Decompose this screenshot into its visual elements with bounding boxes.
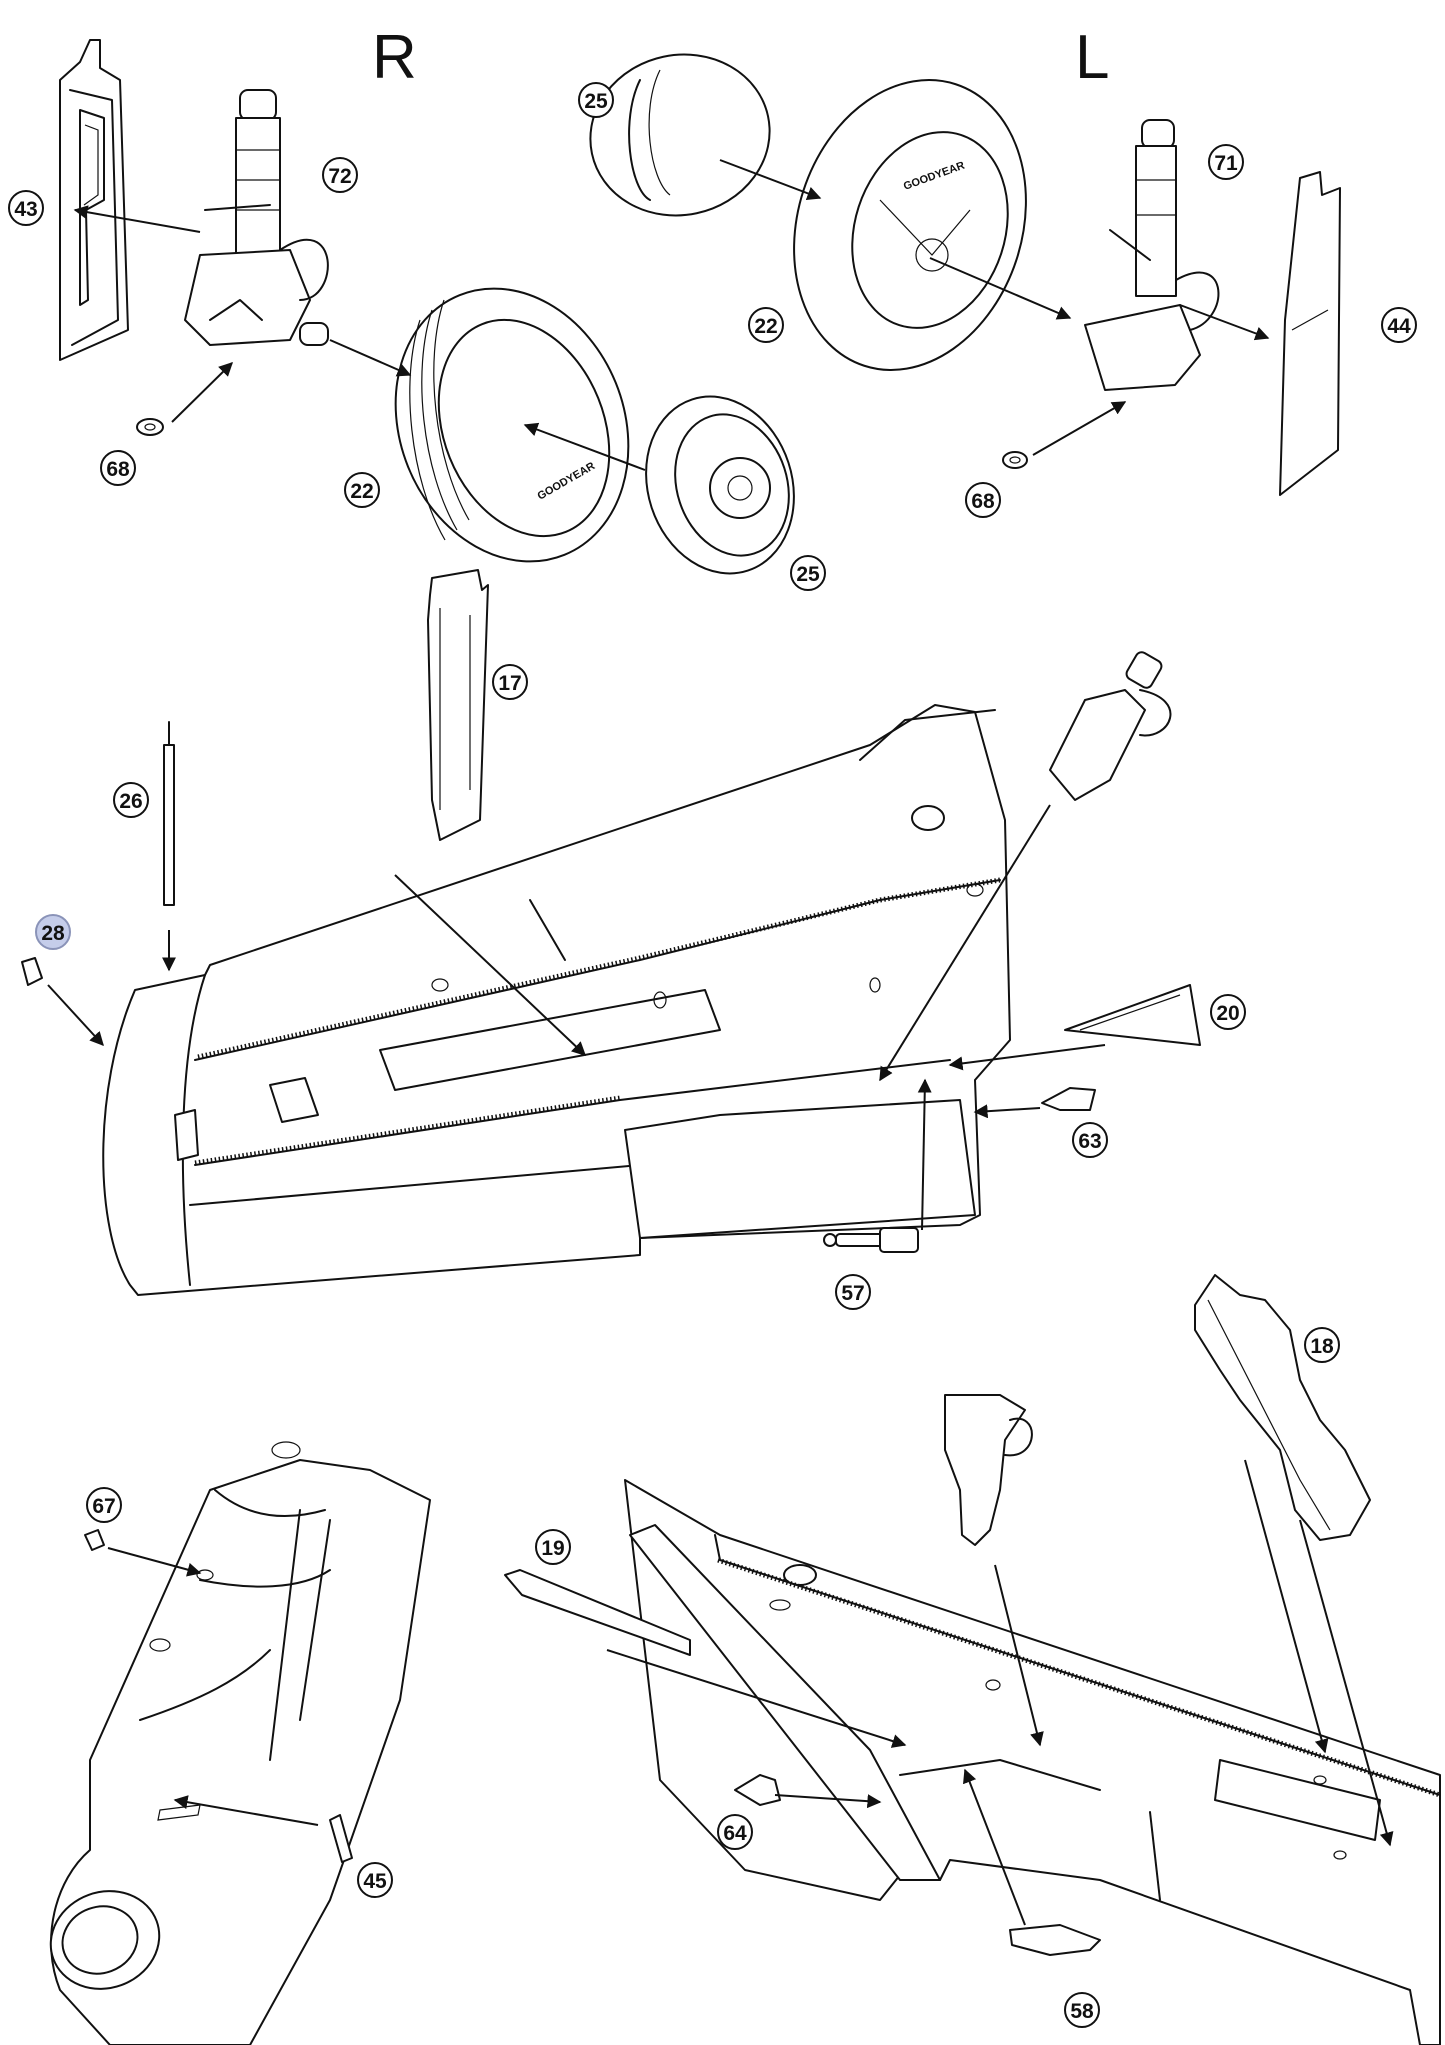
- arrow-18a: [1244, 1459, 1329, 1754]
- actuator-57: [823, 1227, 919, 1253]
- part-badge-43: 43: [8, 190, 44, 226]
- part-badge-68-right: 68: [100, 450, 136, 486]
- fitting-63: [1041, 1087, 1096, 1111]
- part-badge-57: 57: [835, 1274, 871, 1310]
- washer-68-right: [136, 418, 164, 436]
- probe-45: [329, 1814, 353, 1863]
- wing-gear-strut-upper: [1049, 651, 1172, 801]
- svg-text:25: 25: [584, 90, 608, 113]
- engine-nacelle: [49, 1441, 431, 2045]
- wing-gear-strut-lower: [944, 1394, 1033, 1546]
- svg-text:22: 22: [754, 315, 777, 338]
- svg-text:19: 19: [541, 1537, 564, 1560]
- side-label-right: R: [372, 23, 417, 92]
- part-badge-22-left: 22: [748, 307, 784, 343]
- svg-text:64: 64: [723, 1822, 747, 1845]
- svg-text:25: 25: [796, 563, 820, 586]
- actuator-58: [1009, 1924, 1101, 1956]
- part-badge-58: 58: [1064, 1992, 1100, 2028]
- cover-19: [504, 1569, 691, 1656]
- part-badge-18: 18: [1304, 1327, 1340, 1363]
- svg-text:18: 18: [1310, 1335, 1334, 1358]
- arrow-57: [917, 1078, 932, 1231]
- right-wing-section: [102, 704, 1011, 1296]
- arrow-18b: [1299, 1519, 1394, 1847]
- wheel-hub-25-right: [645, 395, 795, 575]
- gear-door-43: [59, 39, 129, 361]
- washer-68-left: [1002, 451, 1028, 469]
- arrow-20: [948, 1044, 1106, 1071]
- arrow-68-left: [1032, 401, 1127, 456]
- arrow-axle-right: [329, 339, 412, 377]
- part-badge-25-right: 25: [790, 555, 826, 591]
- part-badge-22-right: 22: [344, 472, 380, 508]
- part-badge-17: 17: [492, 664, 528, 700]
- fairing-67: [84, 1529, 105, 1551]
- side-label-left: L: [1075, 23, 1109, 92]
- gear-door-44: [1279, 171, 1341, 496]
- svg-text:26: 26: [119, 790, 142, 813]
- tip-light-28: [21, 957, 43, 986]
- wheel-hub-25-left: [589, 53, 771, 217]
- svg-text:68: 68: [971, 490, 995, 513]
- svg-text:20: 20: [1216, 1002, 1239, 1025]
- panel-17: [427, 569, 489, 841]
- main-gear-strut-72: [184, 89, 329, 346]
- arrow-28: [47, 984, 104, 1047]
- tire-22-left: GOODYEAR: [793, 79, 1027, 371]
- arrow-58: [963, 1768, 1026, 1926]
- part-badge-19: 19: [535, 1529, 571, 1565]
- cover-20: [1064, 984, 1201, 1046]
- svg-text:71: 71: [1214, 152, 1238, 175]
- arrow-strut-wing: [879, 804, 1051, 1082]
- part-badge-28: 28: [35, 914, 71, 950]
- main-gear-strut-71: [1084, 119, 1220, 391]
- tire-22-right: GOODYEAR: [394, 287, 630, 563]
- part-badge-45: 45: [357, 1862, 393, 1898]
- arrow-68-right: [171, 362, 233, 423]
- arrow-45: [173, 1795, 319, 1826]
- part-badge-64: 64: [717, 1814, 753, 1850]
- svg-text:22: 22: [350, 480, 373, 503]
- part-badge-72: 72: [322, 157, 358, 193]
- arrow-19: [606, 1649, 907, 1748]
- svg-text:63: 63: [1078, 1130, 1101, 1153]
- svg-text:67: 67: [92, 1495, 115, 1518]
- arrow-strut-lower: [994, 1564, 1044, 1747]
- arrow-44: [1179, 304, 1270, 341]
- pitot-26: [163, 721, 175, 906]
- arrow-43: [73, 205, 201, 233]
- arrow-25-left: [719, 159, 822, 201]
- part-badge-63: 63: [1072, 1122, 1108, 1158]
- part-badge-71: 71: [1208, 144, 1244, 180]
- svg-text:44: 44: [1387, 315, 1411, 338]
- svg-text:68: 68: [106, 458, 130, 481]
- arrow-63: [973, 1104, 1041, 1119]
- svg-text:58: 58: [1070, 2000, 1094, 2023]
- arrow-64: [774, 1794, 882, 1809]
- svg-text:57: 57: [841, 1282, 864, 1305]
- svg-text:45: 45: [363, 1870, 387, 1893]
- part-badge-68-left: 68: [965, 482, 1001, 518]
- arrow-67: [107, 1547, 202, 1577]
- svg-text:17: 17: [498, 672, 521, 695]
- svg-text:28: 28: [41, 922, 65, 945]
- arrow-22-left: [929, 257, 1072, 320]
- fitting-64: [734, 1774, 781, 1806]
- arrow-25-right: [523, 422, 646, 471]
- part-badge-67: 67: [86, 1487, 122, 1523]
- svg-text:43: 43: [14, 198, 37, 221]
- part-badge-25-left: 25: [578, 82, 614, 118]
- left-wing-section: [624, 1479, 1441, 2045]
- svg-text:72: 72: [328, 165, 351, 188]
- arrow-17: [394, 874, 587, 1056]
- part-badge-20: 20: [1210, 994, 1246, 1030]
- part-badge-26: 26: [113, 782, 149, 818]
- panel-18: [1194, 1274, 1371, 1541]
- part-badge-44: 44: [1381, 307, 1417, 343]
